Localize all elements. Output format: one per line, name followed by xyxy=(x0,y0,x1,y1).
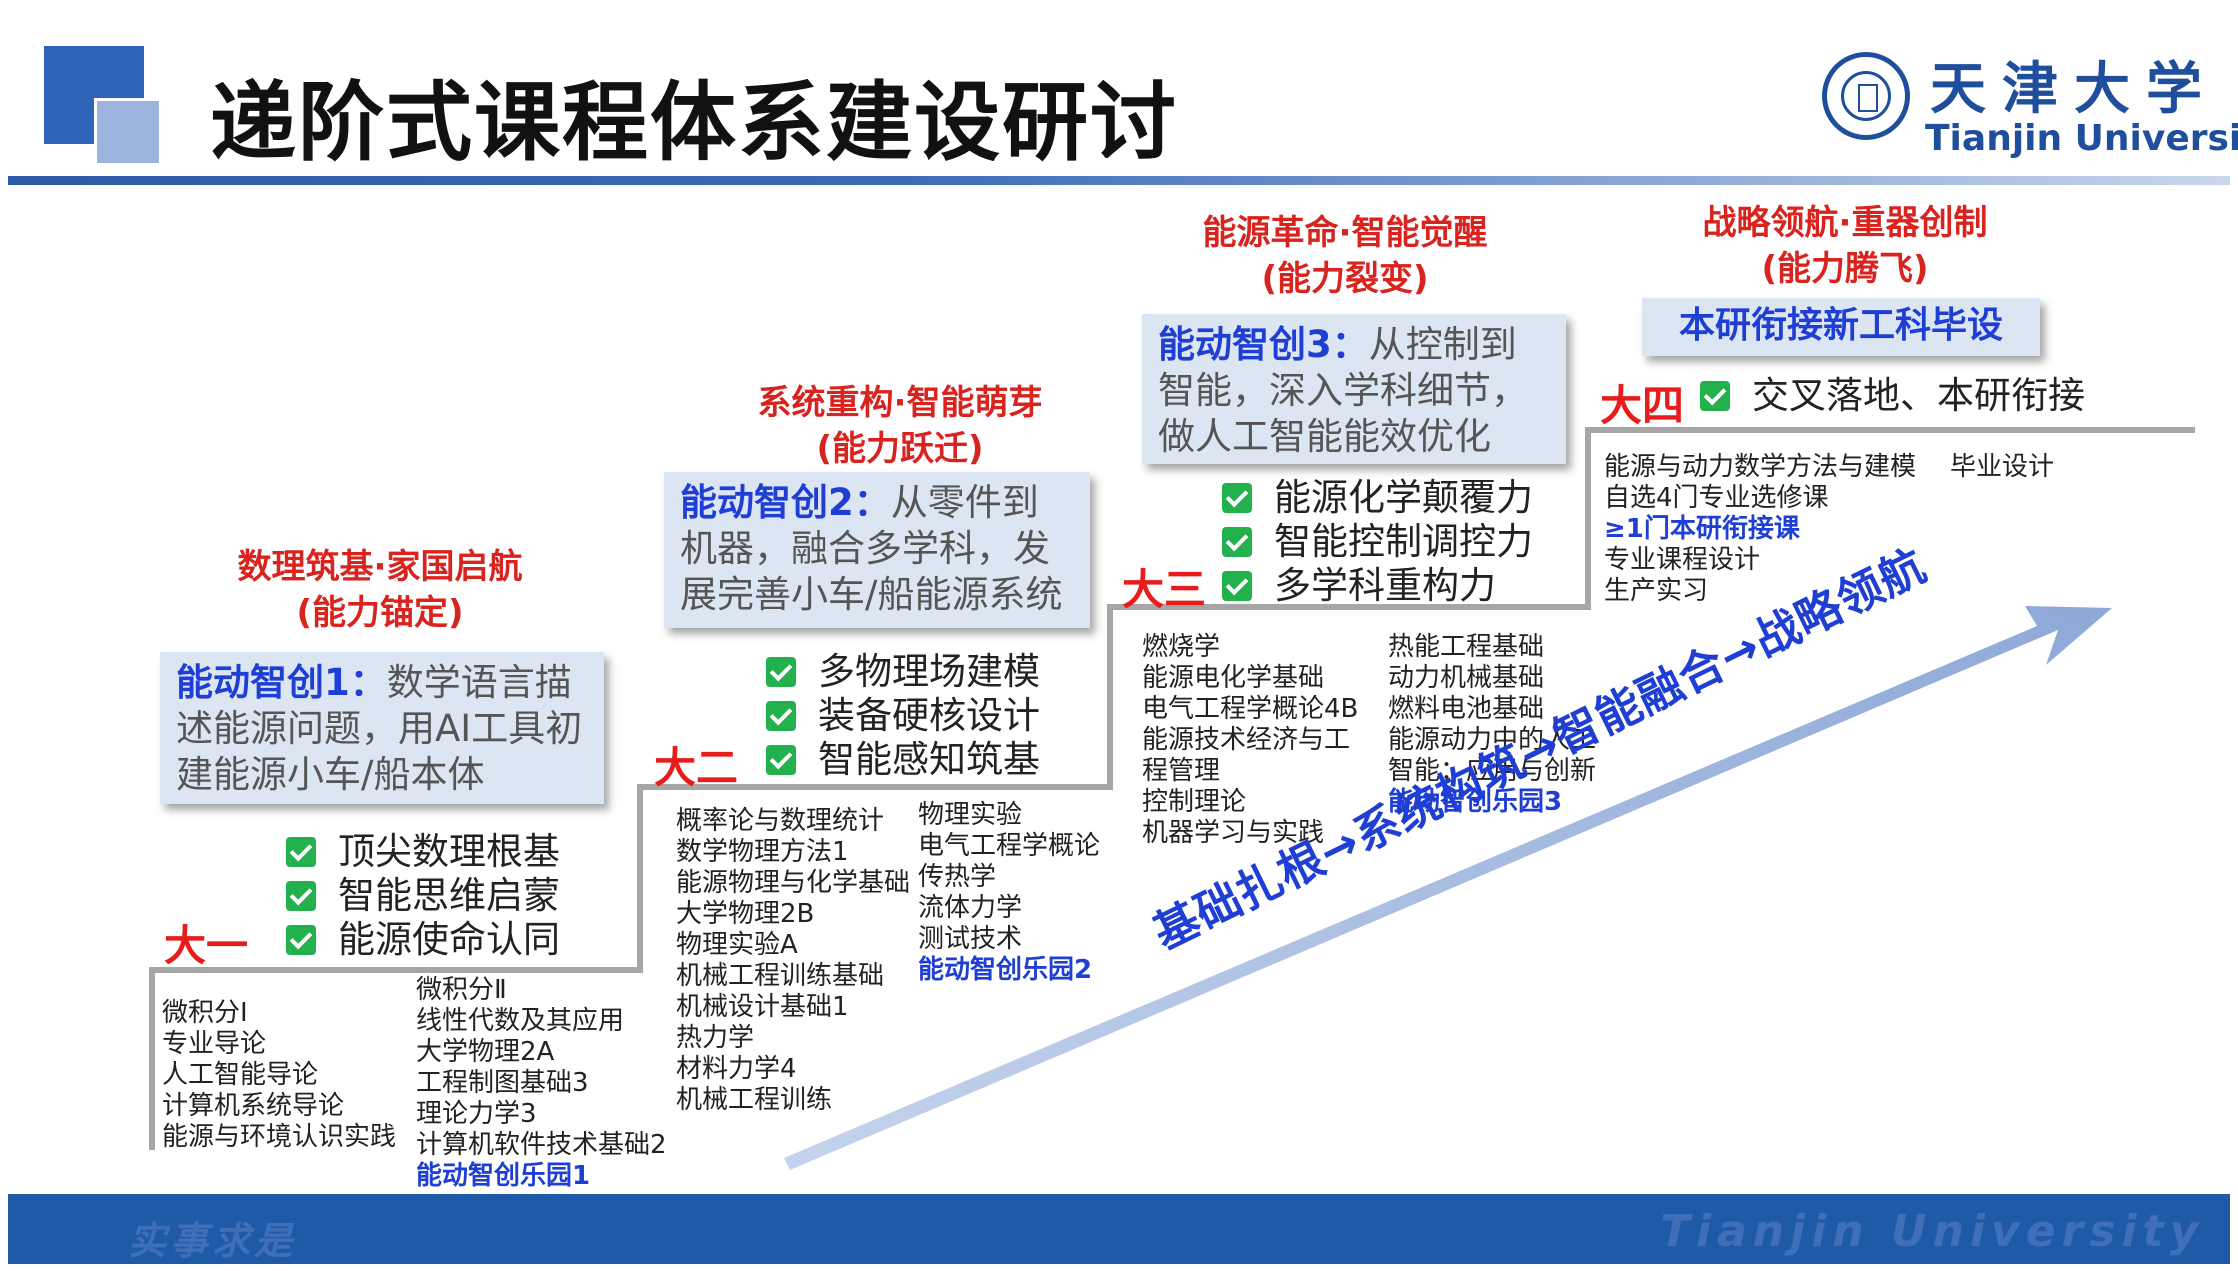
stage2-courses-a: 概率论与数理统计 数学物理方法1 能源物理与化学基础 大学物理2B 物理实验A … xyxy=(676,806,911,1115)
stage1-card-highlight: 能动智创1： xyxy=(176,661,387,704)
header-decor-square-light xyxy=(94,98,162,166)
stage2-courses-b: 物理实验 电气工程学概论 传热学 流体力学 测试技术 能动智创乐园2 xyxy=(918,800,1101,985)
page-title: 递阶式课程体系建设研讨 xyxy=(210,73,1178,173)
check-icon xyxy=(286,837,316,867)
header-divider xyxy=(8,176,2230,185)
stage3-title: 能源革命·智能觉醒(能力裂变) xyxy=(1202,213,1488,299)
year-label-2: 大二 xyxy=(654,743,739,792)
check-icon xyxy=(286,925,316,955)
stage2-card-highlight: 能动智创2： xyxy=(680,481,891,524)
staircase-line xyxy=(149,427,2195,1150)
footer-motto: 实事求是 xyxy=(128,1219,297,1263)
course-highlight: 能动智创乐园3 xyxy=(1388,787,1563,817)
stage3-card: 能动智创3：从控制到智能，深入学科细节，做人工智能能效优化 xyxy=(1142,314,1566,464)
check-icon xyxy=(1700,381,1730,411)
footer-bar xyxy=(8,1194,2230,1264)
stage3-checks: 能源化学颠覆力 智能控制调控力 多学科重构力 xyxy=(1222,476,1533,608)
year-label-4: 大四 xyxy=(1600,381,1685,430)
stage1-title: 数理筑基·家国启航(能力锚定) xyxy=(237,547,523,633)
check-icon xyxy=(1222,483,1252,513)
check-icon xyxy=(766,701,796,731)
stage1-card-text: 数学语言描述能源问题，用AI工具初建能源小车/船本体 xyxy=(176,661,583,796)
year-label-3: 大三 xyxy=(1122,565,1207,614)
stage1-courses-a: 微积分Ⅰ 专业导论 人工智能导论 计算机系统导论 能源与环境认识实践 xyxy=(162,998,397,1152)
stage4-courses: 能源与动力数学方法与建模 自选4门专业选修课 ≥1门本研衔接课 专业课程设计 生… xyxy=(1604,452,1917,606)
stage3-courses-b: 热能工程基础 动力机械基础 燃料电池基础 能源动力中的人工 智能：应用与创新 能… xyxy=(1388,632,1597,817)
stage2-card-text: 从零件到机器，融合多学科，发展完善小车/船能源系统 xyxy=(680,481,1063,616)
stage4-check: 交叉落地、本研衔接 xyxy=(1700,374,2085,418)
course-highlight: 能动智创乐园2 xyxy=(918,955,1093,985)
year-label-1: 大一 xyxy=(164,921,249,970)
stage3-card-highlight: 能动智创3： xyxy=(1158,323,1369,366)
check-icon xyxy=(1222,571,1252,601)
stage1-courses-b: 微积分Ⅱ 线性代数及其应用 大学物理2A 工程制图基础3 理论力学3 计算机软件… xyxy=(416,975,667,1191)
check-icon xyxy=(286,881,316,911)
check-icon xyxy=(766,745,796,775)
stage1-card: 能动智创1：数学语言描述能源问题，用AI工具初建能源小车/船本体 xyxy=(160,652,604,804)
stage2-checks: 多物理场建模 装备硬核设计 智能感知筑基 xyxy=(766,650,1040,782)
course-highlight: ≥1门本研衔接课 xyxy=(1604,514,1800,544)
stage1-checks: 顶尖数理根基 智能思维启蒙 能源使命认同 xyxy=(286,830,560,962)
course-highlight: 能动智创乐园1 xyxy=(416,1161,591,1191)
check-icon xyxy=(766,657,796,687)
stage4-side-course: 毕业设计 xyxy=(1950,452,2055,482)
logo-english: Tianjin University xyxy=(1925,118,2238,159)
logo-chinese: 天津大学 xyxy=(1930,56,2218,122)
stage3-courses-a: 燃烧学 能源电化学基础 电气工程学概论4B 能源技术经济与工 程管理 控制理论 … xyxy=(1142,632,1359,848)
stage2-title: 系统重构·智能萌芽(能力跃迁) xyxy=(757,383,1043,469)
stage2-card: 能动智创2：从零件到机器，融合多学科，发展完善小车/船能源系统 xyxy=(664,472,1090,628)
stage3-card-text: 从控制到智能，深入学科细节，做人工智能能效优化 xyxy=(1158,323,1528,458)
check-icon xyxy=(1222,527,1252,557)
university-seal-icon xyxy=(1822,52,1910,140)
footer-university: Tianjin University xyxy=(1660,1206,2205,1257)
progress-arrow xyxy=(784,606,2112,1170)
stage4-title: 战略领航·重器创制(能力腾飞) xyxy=(1702,203,1988,289)
stage4-banner: 本研衔接新工科毕设 xyxy=(1642,298,2040,356)
